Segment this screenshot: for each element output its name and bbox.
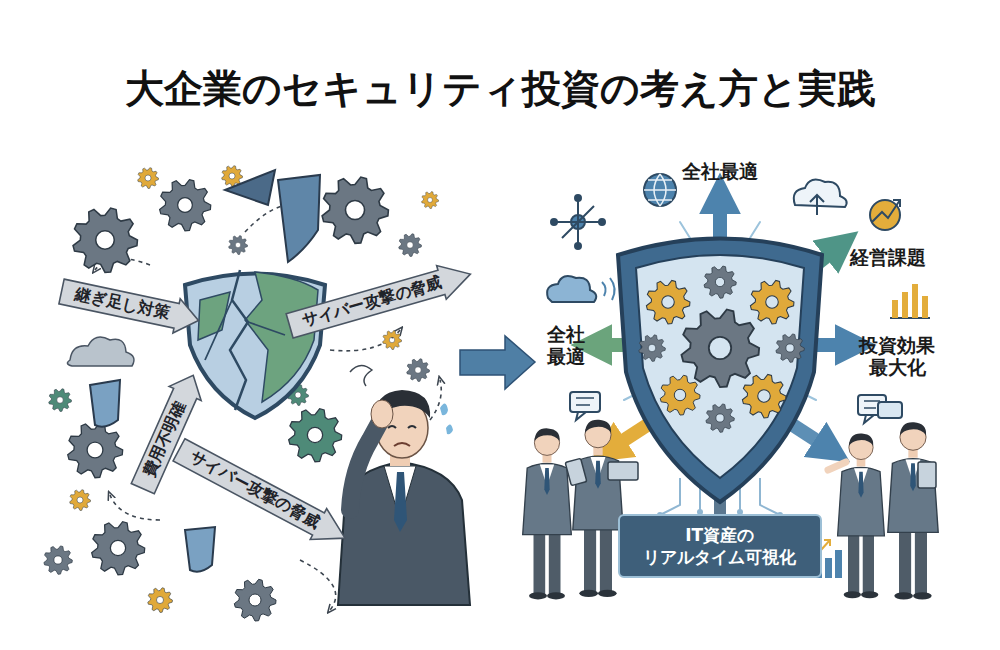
gear-icon (73, 208, 137, 272)
gear-icon (706, 404, 734, 432)
gear-icon (646, 280, 690, 324)
callout-label: 全社最適 (547, 324, 585, 368)
callout-label: 経営課題 (850, 247, 926, 269)
node-text: 継ぎ足し対策 (73, 284, 171, 325)
gear-icon (138, 168, 159, 189)
gear-icon (234, 579, 276, 621)
arrow-band: 継ぎ足し対策 (58, 274, 202, 337)
node-text: サイバー攻撃の脅威 (186, 447, 323, 533)
callout-label: 全社最適 (682, 161, 758, 183)
gear-icon (681, 309, 759, 387)
gear-icon (44, 546, 72, 574)
gear-icon (148, 588, 173, 613)
gear-icon (322, 177, 388, 243)
node-text: IT資産の リアルタイム可視化 (638, 524, 801, 568)
gear-icon (399, 234, 422, 257)
arrow-band: サイバー攻撃の脅威 (171, 434, 353, 553)
gear-icon (289, 409, 342, 462)
gear-icon (742, 374, 786, 418)
gear-icon (750, 280, 794, 324)
gear-icon (660, 375, 700, 415)
node-text: サイバー攻撃の脅威 (300, 272, 444, 332)
gear-icon (776, 334, 804, 362)
gear-icon (70, 490, 91, 511)
gear-icon (92, 522, 145, 575)
gear-icon (383, 331, 402, 350)
arrow-band: 費用不明確 (127, 368, 209, 496)
title: 大企業のセキュリティ投資の考え方と実践 (0, 66, 1000, 113)
gear-icon (160, 180, 211, 231)
gear-icon (229, 236, 248, 255)
arrow-band: サイバー攻撃の脅威 (285, 257, 475, 342)
gear-icon (422, 192, 439, 209)
callout-label: 投資効果 最大化 (855, 335, 939, 379)
gear-icon (49, 389, 72, 412)
gear-icon (68, 423, 123, 478)
gear-icon (704, 266, 736, 298)
process-box: IT資産の リアルタイム可視化 (618, 514, 822, 578)
gear-icon (639, 335, 666, 362)
gear-icon (407, 359, 430, 382)
